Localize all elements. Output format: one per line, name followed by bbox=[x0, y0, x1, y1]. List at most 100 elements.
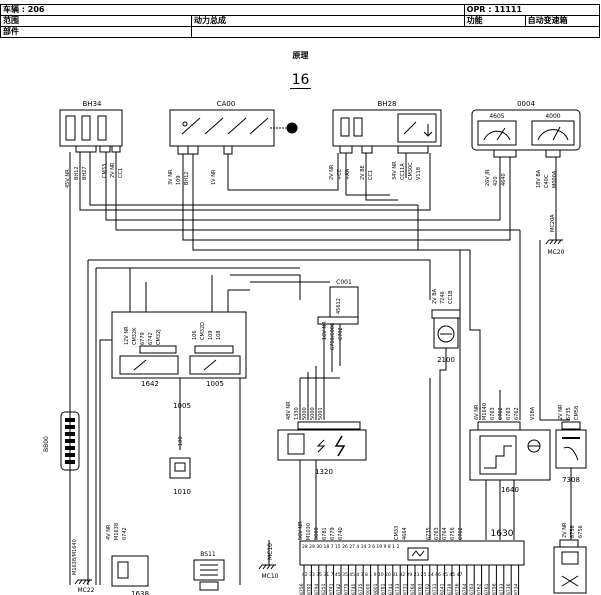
switch-ca00-2 bbox=[204, 117, 224, 135]
part-value-cell bbox=[191, 26, 600, 38]
label-1638: 1638 bbox=[131, 590, 149, 595]
bb00-pin-1 bbox=[65, 418, 75, 422]
bb00-pin-3 bbox=[65, 432, 75, 436]
bottom-wire-number: 6251 bbox=[321, 583, 327, 595]
wl-1320-e: 5001 bbox=[318, 407, 324, 420]
box-1010 bbox=[169, 457, 191, 479]
label-0004: 0004 bbox=[517, 100, 535, 108]
conn-bh28-b bbox=[361, 145, 373, 154]
wire-right-d bbox=[417, 205, 461, 400]
gauge-4000-icon bbox=[537, 129, 569, 141]
wl-1320-d: 5000 bbox=[310, 407, 316, 420]
label-1642: 1642 bbox=[141, 380, 159, 388]
wire-ca00-bh12 bbox=[192, 154, 470, 251]
bb00-pin-7 bbox=[65, 460, 75, 464]
sensor-1010-icon bbox=[174, 462, 186, 472]
bottom-wire-number: 6740 bbox=[351, 583, 357, 595]
conn-ca00-b bbox=[187, 145, 199, 155]
pump-1320-icon bbox=[316, 439, 326, 453]
wl-1640-b: M1640 bbox=[482, 403, 488, 420]
bottom-wire-number: 6764 bbox=[462, 583, 468, 595]
wl-1005-c: 109 bbox=[208, 330, 214, 340]
wl-1630-i: 6735 bbox=[426, 527, 432, 540]
conn-7308 bbox=[561, 421, 581, 430]
box-1005-inner bbox=[189, 355, 241, 375]
wl-1638-b: M1638 bbox=[114, 523, 120, 540]
wire-1005-up bbox=[129, 268, 250, 312]
wl-c001-b: 45612 bbox=[336, 298, 342, 314]
wl-1630-f: 6740 bbox=[338, 527, 344, 540]
wl-1630-j: 6763 bbox=[434, 527, 440, 540]
wl-1642-e: CM32J bbox=[156, 329, 162, 345]
conn-1642 bbox=[139, 345, 177, 354]
ignition-key-icon bbox=[286, 122, 298, 134]
connector-bb00 bbox=[60, 411, 80, 471]
relay-contact-bh28 bbox=[403, 121, 417, 135]
wire-right-c bbox=[539, 240, 570, 421]
wl-c001-c: 6750/6006 bbox=[330, 323, 336, 350]
conn-bs11 bbox=[199, 581, 219, 591]
switch-ca00-4 bbox=[249, 117, 269, 135]
wl-bh28-a: 2V NR bbox=[329, 164, 335, 180]
bottom-wire-number: 6735 bbox=[358, 583, 364, 595]
wire-1320-up bbox=[299, 366, 340, 420]
box-ca00 bbox=[169, 109, 275, 147]
ground-mc20-icon bbox=[545, 239, 562, 245]
contact-ca00-1 bbox=[182, 121, 188, 127]
label-1640: 1640 bbox=[501, 486, 519, 494]
bottom-wire-number: 6763 bbox=[469, 583, 475, 595]
relay-bh28 bbox=[397, 113, 437, 143]
box-4605 bbox=[477, 120, 517, 146]
box-bh28 bbox=[332, 109, 442, 147]
wl-7308-b: 6735 bbox=[566, 407, 572, 420]
label-mc10-vertical: MC10 bbox=[267, 543, 274, 560]
conn-bh34-c bbox=[111, 145, 121, 153]
conn-ca00-a bbox=[177, 145, 189, 155]
bottom-wire-number: 6731 bbox=[403, 583, 409, 595]
page-number-text: 16 bbox=[289, 72, 312, 89]
wl-bh34-d: CM33 bbox=[102, 164, 108, 178]
conn-1005 bbox=[194, 345, 234, 354]
bottom-wire-number: 6736 bbox=[506, 583, 512, 595]
wl-bh34-b: BH12 bbox=[74, 166, 80, 180]
wl-ca00-d: 1V NR bbox=[211, 169, 217, 185]
wl-ca00-b: 109 bbox=[176, 175, 182, 185]
wl-1005-b: CM32D bbox=[200, 322, 206, 340]
wl-1630r-c: 6756 bbox=[578, 525, 584, 538]
wl-1630-b: M1030 bbox=[306, 523, 312, 540]
bottom-wire-number: 6741 bbox=[329, 583, 335, 595]
bottom-wire-number: 6241 bbox=[440, 583, 446, 595]
wire-ca00-1v bbox=[227, 153, 339, 191]
wire-cc1 bbox=[115, 152, 520, 231]
wl-1640-c: 6763 bbox=[490, 407, 496, 420]
label-1005-inner: 1005 bbox=[206, 380, 224, 388]
box-1320 bbox=[277, 429, 367, 461]
conn-1630r bbox=[559, 539, 579, 548]
wire-ca00-109 bbox=[182, 154, 511, 241]
wire-c001 bbox=[323, 324, 341, 378]
box-bh34 bbox=[59, 109, 123, 147]
arrow-down-icon bbox=[423, 124, 433, 137]
wl-1640-e: 6763 bbox=[506, 407, 512, 420]
switch-ca00-3 bbox=[227, 117, 247, 135]
wire-bh28-cc bbox=[345, 153, 390, 196]
label-1010: 1010 bbox=[173, 488, 191, 496]
wl-1630-m: 6762 bbox=[458, 527, 464, 540]
wl-1320-a: 48V NR bbox=[286, 401, 292, 420]
wl-bh34-c: BH27 bbox=[82, 166, 88, 180]
conn-1320 bbox=[297, 421, 361, 430]
switch-1005 bbox=[203, 359, 217, 371]
conn-bh34-a bbox=[75, 145, 97, 153]
wl-1630-k: 6764 bbox=[442, 527, 448, 540]
bottom-wire-number: 6742 bbox=[336, 583, 342, 595]
wl-bh28-h: CM30C bbox=[408, 162, 414, 180]
wl-bh28-d: 2V BE bbox=[360, 165, 366, 180]
bottom-wire-number: 6779 bbox=[343, 583, 349, 595]
header-table: 车辆 : 206 OPR : 11111 范围 动力总成 功能 自动变速箱 部件 bbox=[0, 4, 601, 38]
wl-bh28-c: +AA bbox=[345, 168, 351, 180]
wire-right-a bbox=[469, 250, 481, 345]
box-1630 bbox=[299, 540, 525, 566]
conn-bh28-c bbox=[397, 145, 429, 154]
box-0004 bbox=[471, 109, 581, 151]
wl-1005-d: 108 bbox=[216, 330, 222, 340]
